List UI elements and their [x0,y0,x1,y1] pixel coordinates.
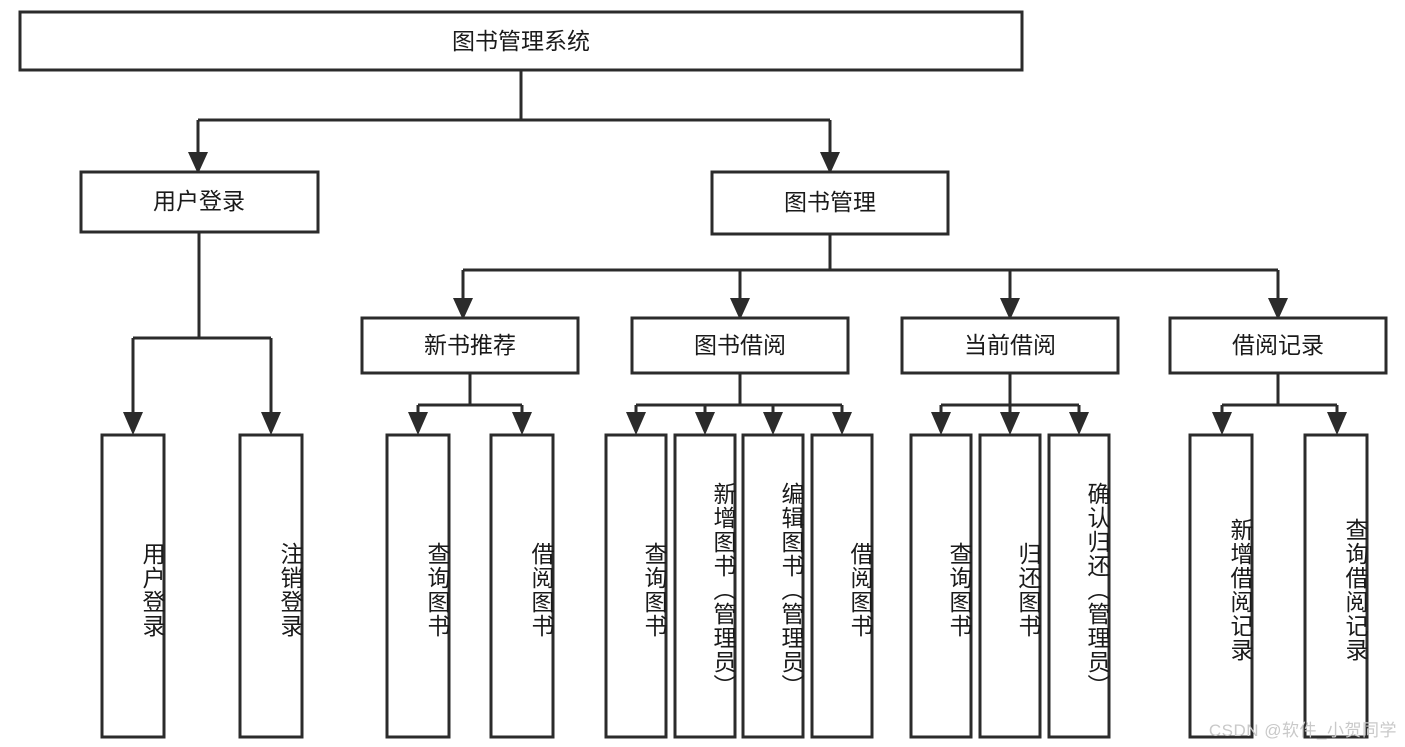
arrow-head-icon [763,412,783,435]
node-leaf-borrow-book-1[interactable] [489,433,555,739]
node-root-label: 图书管理系统 [452,28,590,54]
connector-bookmgmt-to-level2 [453,234,1288,320]
node-leaf-query-borrow-record[interactable] [1303,433,1369,739]
arrow-head-icon [626,412,646,435]
node-borrow-record[interactable]: 借阅记录 [1168,316,1388,375]
node-leaf-edit-book[interactable] [741,433,805,739]
connector-newbook-to-leaves [408,373,532,435]
arrow-head-icon [261,412,281,435]
node-leaf-query-book-2[interactable] [604,433,668,739]
node-book-borrow[interactable]: 图书借阅 [630,316,850,375]
arrow-head-icon [408,412,428,435]
arrow-head-icon [820,152,840,174]
node-new-book-recommend-label: 新书推荐 [424,332,516,358]
node-leaf-add-book[interactable] [673,433,737,739]
connector-userlogin-to-leaves [123,232,281,435]
node-root-system[interactable]: 图书管理系统 [18,10,1024,72]
arrow-head-icon [1069,412,1089,435]
arrow-head-icon [1268,298,1288,320]
arrow-head-icon [695,412,715,435]
node-leaf-query-book-3[interactable] [909,433,973,739]
arrow-head-icon [1000,412,1020,435]
arrow-head-icon [188,152,208,174]
node-current-borrow-label: 当前借阅 [964,332,1056,358]
node-leaf-query-book-1[interactable] [385,433,451,739]
connector-bookborrow-to-leaves [626,373,852,435]
arrow-head-icon [453,298,473,320]
connector-borrowrecord-to-leaves [1212,373,1347,435]
node-book-management[interactable]: 图书管理 [710,170,950,236]
node-book-borrow-label: 图书借阅 [694,332,786,358]
connector-currentborrow-to-leaves [931,373,1089,435]
node-book-management-label: 图书管理 [784,189,876,215]
arrow-head-icon [1000,298,1020,320]
node-current-borrow[interactable]: 当前借阅 [900,316,1120,375]
node-user-login-label: 用户登录 [153,188,245,214]
node-leaf-logout[interactable] [238,433,304,739]
arrow-head-icon [123,412,143,435]
node-leaf-user-login[interactable] [100,433,166,739]
arrow-head-icon [1212,412,1232,435]
arrow-head-icon [832,412,852,435]
arrow-head-icon [512,412,532,435]
node-user-login[interactable]: 用户登录 [79,170,320,234]
arrow-head-icon [1327,412,1347,435]
node-leaf-confirm-return[interactable] [1047,433,1111,739]
watermark-text: CSDN @软件_小贺同学 [1208,721,1397,740]
node-borrow-record-label: 借阅记录 [1232,332,1324,358]
arrow-head-icon [730,298,750,320]
node-leaf-return-book[interactable] [978,433,1042,739]
node-leaf-add-borrow-record[interactable] [1188,433,1254,739]
node-leaf-borrow-book-2[interactable] [810,433,874,739]
arrow-head-icon [931,412,951,435]
connector-root-to-level1 [188,70,840,174]
node-new-book-recommend[interactable]: 新书推荐 [360,316,580,375]
